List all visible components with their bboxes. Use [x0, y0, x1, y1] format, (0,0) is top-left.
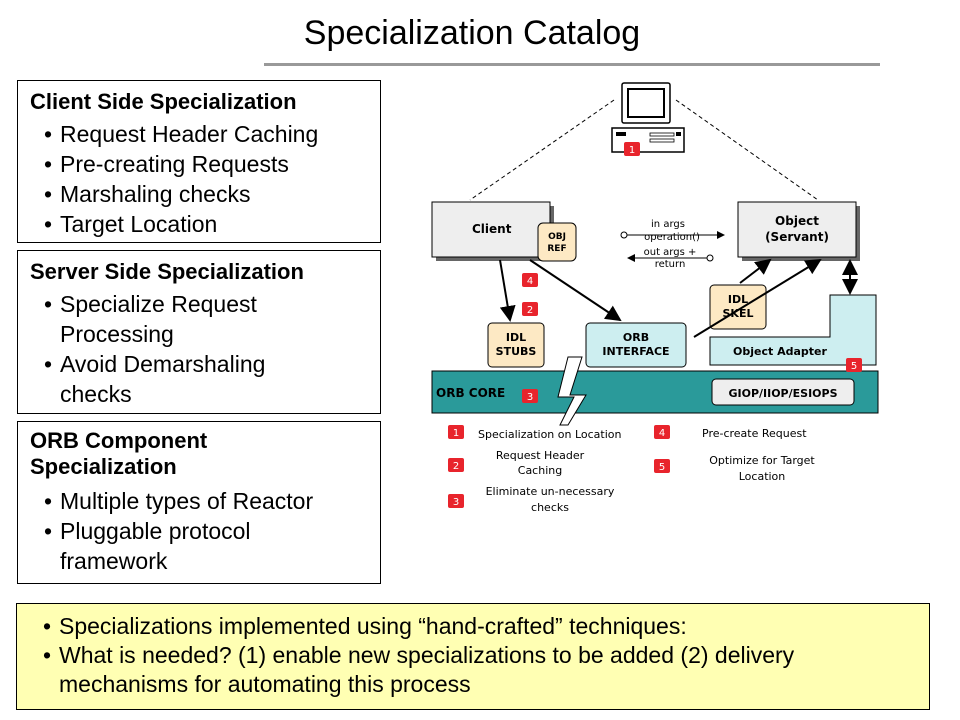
- giop-label: GIOP/IIOP/ESIOPS: [728, 387, 837, 400]
- svg-text:4: 4: [527, 276, 533, 287]
- client-to-stubs-arrow: [499, 259, 516, 322]
- out-args-label: out args +: [644, 247, 697, 258]
- dashed-link-right: [675, 99, 819, 201]
- return-label: return: [655, 259, 686, 270]
- list-item: Specializations implemented using “hand-…: [29, 612, 929, 641]
- legend-item-1: 1 Specialization on Location: [448, 425, 622, 441]
- operation-label: operation(): [644, 232, 700, 243]
- item-line2: checks: [60, 381, 132, 407]
- orb-core-label: ORB CORE: [436, 386, 505, 400]
- list-item: Request Header Caching: [30, 119, 380, 149]
- svg-text:2: 2: [527, 305, 533, 316]
- badge-5: 5: [846, 358, 862, 372]
- list-item: Multiple types of Reactor: [30, 486, 380, 516]
- client-side-box: Client Side Specialization Request Heade…: [17, 80, 381, 243]
- legend-item-2: 2 Request Header Caching: [448, 449, 585, 477]
- svg-text:1: 1: [453, 428, 459, 439]
- list-item: Pluggable protocol framework: [30, 516, 380, 576]
- item-line2: mechanisms for automating this process: [59, 671, 471, 697]
- giop-node: [711, 378, 855, 406]
- svg-text:Request Header: Request Header: [496, 449, 585, 462]
- legend-item-4: 4 Pre-create Request: [654, 425, 807, 440]
- page-title: Specialization Catalog: [303, 14, 641, 52]
- legend: 1 Specialization on Location 2 Request H…: [448, 425, 815, 514]
- badge-3: 3: [522, 389, 538, 403]
- svg-text:1: 1: [629, 145, 635, 156]
- heading-line2: Specialization: [30, 454, 177, 479]
- legend-item-3: 3 Eliminate un-necessary checks: [448, 485, 615, 514]
- legend-item-5: 5 Optimize for Target Location: [654, 454, 815, 483]
- svg-text:4: 4: [659, 428, 665, 439]
- item-line2: framework: [60, 548, 168, 574]
- svg-text:5: 5: [659, 462, 665, 473]
- badge-1: 1: [624, 142, 640, 156]
- svg-text:Optimize for Target: Optimize for Target: [709, 454, 815, 467]
- badge-2: 2: [522, 302, 538, 316]
- obj-ref-node: [537, 222, 577, 262]
- client-side-list: Request Header Caching Pre-creating Requ…: [30, 119, 380, 239]
- client-to-orb-interface-arrow: [529, 259, 622, 322]
- object-adapter-node: [709, 294, 877, 366]
- svg-text:Pre-create Request: Pre-create Request: [702, 427, 807, 440]
- list-item: Target Location: [30, 209, 380, 239]
- in-args-label: in args: [651, 219, 685, 230]
- heading-line1: ORB Component: [30, 428, 208, 453]
- computer-icon: [611, 82, 685, 153]
- idl-skel-label-1: IDL: [728, 293, 748, 306]
- object-node: [737, 201, 857, 258]
- idl-stubs-label-1: IDL: [506, 331, 526, 344]
- svg-text:Eliminate un-necessary: Eliminate un-necessary: [486, 485, 615, 498]
- svg-text:3: 3: [527, 392, 533, 403]
- obj-ref-label-2: REF: [547, 244, 566, 254]
- item-line1: What is needed? (1) enable new specializ…: [59, 642, 795, 668]
- in-args-origin: [620, 231, 628, 239]
- orb-architecture-diagram: Client OBJ REF Object (Servant) in args …: [431, 82, 879, 514]
- obj-ref-label-1: OBJ: [548, 232, 566, 242]
- item-line1: Pluggable protocol: [60, 518, 251, 544]
- client-side-heading: Client Side Specialization: [30, 89, 297, 114]
- svg-text:3: 3: [453, 497, 459, 508]
- badge-4: 4: [522, 273, 538, 287]
- item-line1: Specialize Request: [60, 291, 257, 317]
- dashed-link-left: [469, 99, 615, 201]
- summary-list: Specializations implemented using “hand-…: [29, 612, 929, 699]
- svg-text:5: 5: [851, 361, 857, 372]
- orb-interface-label-1: ORB: [623, 331, 649, 344]
- svg-text:Specialization on Location: Specialization on Location: [478, 428, 622, 441]
- idl-stubs-node: [487, 322, 545, 368]
- lightning-break: [557, 356, 587, 426]
- orb-interface-label-2: INTERFACE: [602, 345, 669, 358]
- svg-text:checks: checks: [531, 501, 569, 514]
- title-underline: [264, 63, 880, 66]
- svg-text:2: 2: [453, 461, 459, 472]
- object-label-2: (Servant): [765, 230, 829, 244]
- object-label-1: Object: [775, 214, 819, 228]
- list-item: Avoid Demarshaling checks: [30, 349, 380, 409]
- list-item: Marshaling checks: [30, 179, 380, 209]
- idl-skel-label-2: SKEL: [723, 307, 754, 320]
- out-args-origin: [706, 254, 714, 262]
- item-line1: Avoid Demarshaling: [60, 351, 266, 377]
- object-adapter-label: Object Adapter: [733, 345, 827, 358]
- skel-to-object-arrow: [739, 258, 772, 284]
- item-line2: Processing: [60, 321, 174, 347]
- summary-box: Specializations implemented using “hand-…: [16, 603, 930, 710]
- orb-component-list: Multiple types of Reactor Pluggable prot…: [30, 486, 380, 576]
- server-side-box: Server Side Specialization Specialize Re…: [17, 250, 381, 414]
- list-item: Pre-creating Requests: [30, 149, 380, 179]
- svg-text:Location: Location: [739, 470, 786, 483]
- server-side-heading: Server Side Specialization: [30, 259, 304, 284]
- idl-stubs-label-2: STUBS: [496, 345, 537, 358]
- orb-interface-to-object-arrow: [693, 258, 822, 338]
- orb-interface-node: [585, 322, 687, 368]
- svg-text:Caching: Caching: [518, 464, 562, 477]
- client-label: Client: [472, 222, 512, 236]
- list-item: What is needed? (1) enable new specializ…: [29, 641, 929, 699]
